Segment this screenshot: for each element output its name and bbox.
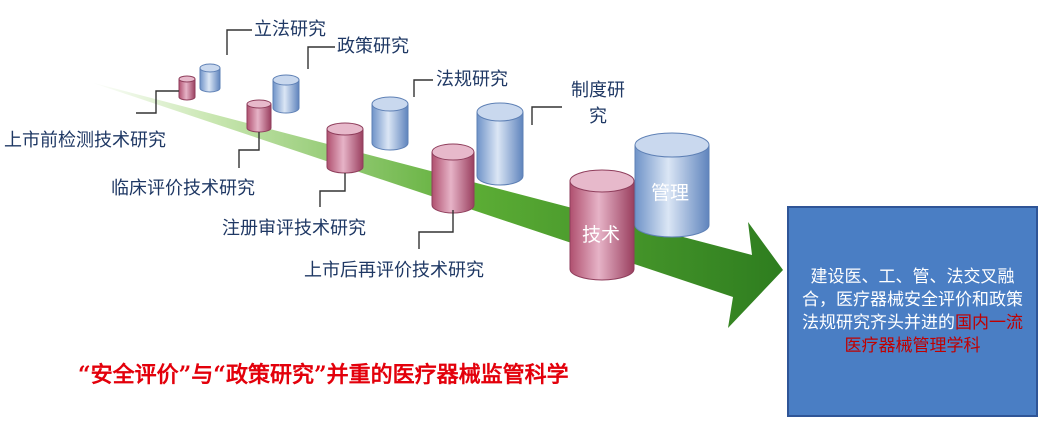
goal-box-highlight: 国内一流医疗器械管理学科: [844, 312, 1024, 356]
goal-box-content: 建设医、工、管、法交叉融合，医疗器械安全评价和政策法规研究齐头并进的国内一流医疗…: [789, 266, 1036, 358]
label-policy-research: 政策研究: [337, 36, 409, 57]
diagram-caption: “安全评价”与“政策研究”并重的医疗器械监管科学: [78, 362, 569, 388]
connector-system: [531, 106, 562, 125]
connector-postmarket-reevaluation: [418, 210, 454, 249]
cylinder-policy: [272, 74, 300, 114]
cylinder-registration-review: [326, 122, 364, 174]
connector-legislation: [226, 29, 252, 55]
goal-box: 建设医、工、管、法交叉融合，医疗器械安全评价和政策法规研究齐头并进的国内一流医疗…: [787, 206, 1038, 417]
cylinder-postmarket-reevaluation: [431, 143, 475, 214]
connector-clinical-evaluation: [238, 132, 260, 168]
cylinder-system: [476, 102, 524, 186]
cylinder-clinical-evaluation: [246, 99, 272, 133]
cylinder-management: [634, 132, 710, 238]
connector-registration-review: [319, 173, 346, 207]
connector-premarket-testing: [136, 90, 179, 114]
goal-box-text: 建设医、工、管、法交叉融合，医疗器械安全评价和政策法规研究齐头并进的: [802, 266, 1023, 333]
label-regulation-research: 法规研究: [436, 69, 508, 90]
label-registration-review-research: 注册审评技术研究: [222, 218, 366, 239]
label-premarket-testing-research: 上市前检测技术研究: [4, 130, 166, 151]
label-system-research: 制度研究: [571, 80, 625, 127]
cylinder-regulation: [371, 96, 409, 151]
label-clinical-evaluation-research: 临床评价技术研究: [111, 178, 255, 199]
label-postmarket-reevaluation-research: 上市后再评价技术研究: [304, 260, 484, 281]
cylinder-technology-label: 技术: [582, 224, 621, 246]
cylinder-legislation: [199, 63, 221, 93]
cylinder-technology: [569, 169, 635, 281]
connector-policy: [307, 46, 335, 69]
label-legislation-research: 立法研究: [254, 19, 326, 40]
connector-regulation: [413, 79, 433, 97]
cylinder-premarket-testing: [178, 75, 196, 101]
cylinder-management-label: 管理: [651, 182, 690, 204]
